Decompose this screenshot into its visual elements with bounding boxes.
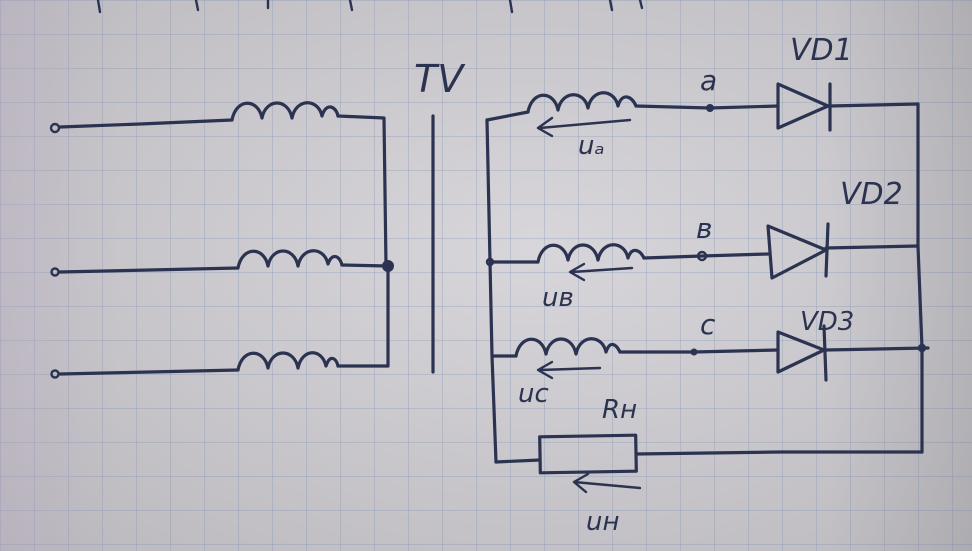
primary-terminal-c <box>50 369 60 379</box>
transformer-label: TV <box>414 57 466 101</box>
secondary-wire-c-right <box>618 348 780 354</box>
cathode-bus <box>916 102 924 454</box>
vd3-wire-out <box>824 346 930 352</box>
diode-vd1 <box>776 82 832 132</box>
node-c-dot <box>690 348 698 356</box>
cathode-bus-node <box>917 343 927 353</box>
node-a-label: a <box>700 64 717 97</box>
primary-wire-c-in <box>58 368 240 376</box>
load-resistor-rh <box>538 433 638 475</box>
node-a-dot <box>706 104 714 112</box>
uc-arrow <box>536 360 602 380</box>
ub-arrow <box>568 262 634 282</box>
secondary-wire-b-right <box>642 252 770 260</box>
vd3-label: VD3 <box>800 307 854 337</box>
secondary-winding-a <box>526 91 638 114</box>
primary-wire-a-out <box>336 114 388 268</box>
secondary-neutral-bus <box>485 118 498 464</box>
top-edge-strokes <box>96 0 644 14</box>
node-b-dot <box>696 250 708 262</box>
primary-wire-b-in <box>58 266 240 274</box>
ua-arrow <box>536 116 632 138</box>
load-wire-right <box>634 450 924 456</box>
primary-wire-c-out <box>336 264 390 368</box>
primary-wire-a-in <box>58 118 234 129</box>
primary-winding-c <box>236 351 340 372</box>
secondary-wire-a-left <box>485 110 530 122</box>
node-b-label: в <box>696 212 713 245</box>
un-arrow <box>572 472 642 494</box>
secondary-winding-c <box>514 337 622 358</box>
secondary-winding-b <box>536 243 646 264</box>
primary-winding-b <box>236 249 344 270</box>
primary-winding-a <box>230 101 340 122</box>
ua-label: uₐ <box>578 131 605 161</box>
diode-vd2 <box>766 222 830 280</box>
vd2-label: VD2 <box>840 177 903 212</box>
vd1-label: VD1 <box>790 33 853 68</box>
vd1-wire-out <box>828 102 920 108</box>
load-wire-left <box>494 458 542 464</box>
ub-label: uв <box>542 283 574 313</box>
uc-label: uc <box>518 379 549 409</box>
primary-terminal-b <box>50 267 60 277</box>
node-c-label: c <box>700 308 716 341</box>
vd2-wire-out <box>824 244 920 250</box>
primary-terminal-a <box>49 122 61 134</box>
diode-vd3 <box>776 324 828 382</box>
primary-wire-b-out <box>340 263 390 268</box>
rh-label: Rн <box>602 395 637 425</box>
un-label: uн <box>586 507 619 537</box>
